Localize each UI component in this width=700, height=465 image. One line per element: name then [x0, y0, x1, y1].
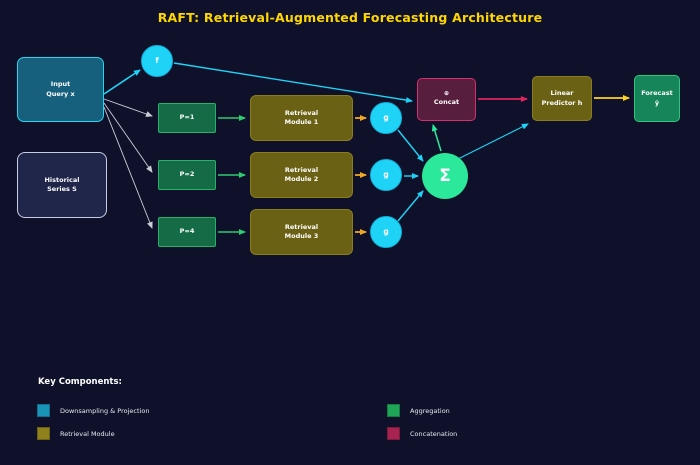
- node-g1: g: [370, 102, 402, 134]
- legend-swatch-downsampling: [37, 404, 50, 417]
- node-concat: ⊕ Concat: [417, 78, 476, 121]
- node-retrieval-module-2: Retrieval Module 2: [250, 152, 353, 198]
- node-f-projection: f: [141, 45, 173, 77]
- node-downsample-p2: P=2: [158, 160, 216, 190]
- legend-item-aggregation: Aggregation: [387, 404, 450, 417]
- node-input-query: Input Query x: [17, 57, 104, 122]
- node-sigma-aggregation: Σ: [422, 153, 468, 199]
- circled-plus-icon: ⊕: [443, 90, 450, 98]
- node-g2: g: [370, 159, 402, 191]
- node-forecast-output: Forecast ŷ: [634, 75, 680, 122]
- node-downsample-p4: P=4: [158, 217, 216, 247]
- edge-input-to-p2: [103, 102, 153, 173]
- legend-label-aggregation: Aggregation: [410, 406, 450, 415]
- legend-label-retrieval-module: Retrieval Module: [60, 429, 115, 438]
- legend-item-concatenation: Concatenation: [387, 427, 457, 440]
- edge-input-to-p4: [103, 106, 153, 229]
- edge-sigma-to-predictor: [457, 123, 529, 160]
- node-retrieval-module-1: Retrieval Module 1: [250, 95, 353, 141]
- node-retrieval-module-3: Retrieval Module 3: [250, 209, 353, 255]
- edge-f-to-concat: [173, 62, 413, 104]
- legend-swatch-aggregation: [387, 404, 400, 417]
- node-g3: g: [370, 216, 402, 248]
- edge-g1-to-sigma: [397, 129, 424, 162]
- node-downsample-p1: P=1: [158, 103, 216, 133]
- legend-heading: Key Components:: [38, 377, 122, 387]
- edge-input-to-f: [103, 69, 141, 95]
- edge-sigma-to-concat: [431, 124, 442, 152]
- node-linear-predictor: Linear Predictor h: [532, 76, 592, 121]
- legend-label-downsampling: Downsampling & Projection: [60, 406, 150, 415]
- concat-label: Concat: [433, 98, 460, 107]
- legend-swatch-concatenation: [387, 427, 400, 440]
- edge-g3-to-sigma: [397, 190, 424, 222]
- node-historical-series: Historical Series S: [17, 152, 107, 218]
- edge-input-to-p1: [103, 98, 153, 117]
- legend-item-downsampling: Downsampling & Projection: [37, 404, 149, 417]
- legend-swatch-retrieval-module: [37, 427, 50, 440]
- legend-item-retrieval-module: Retrieval Module: [37, 427, 115, 440]
- diagram-title: RAFT: Retrieval-Augmented Forecasting Ar…: [157, 10, 543, 25]
- legend-label-concatenation: Concatenation: [410, 429, 458, 438]
